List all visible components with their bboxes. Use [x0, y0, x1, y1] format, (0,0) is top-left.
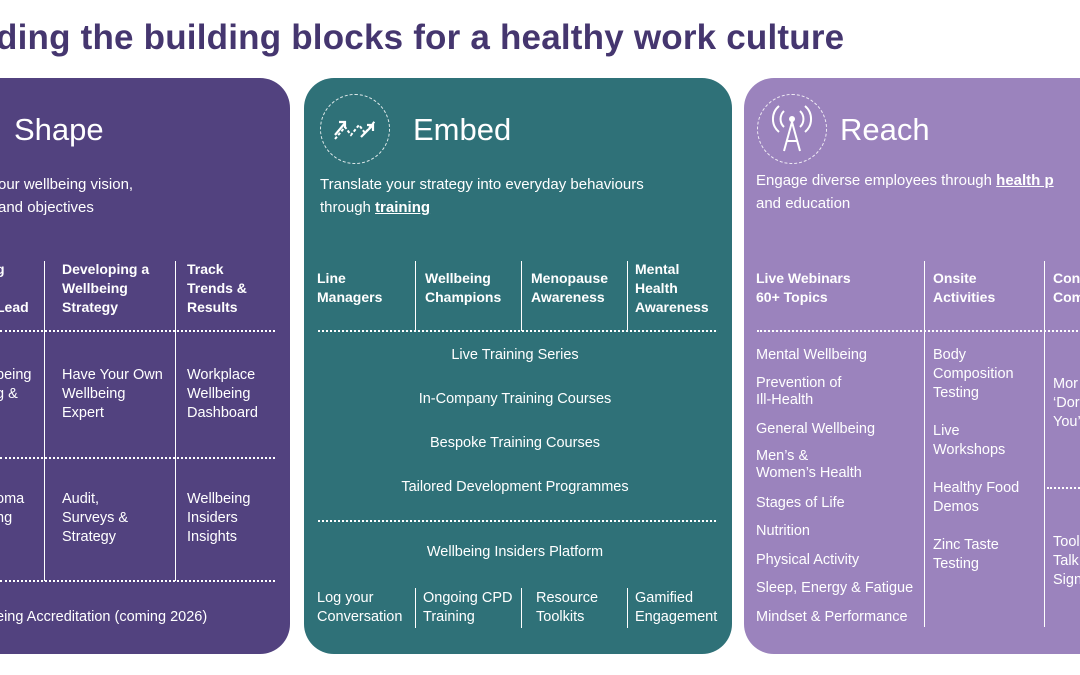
trend-arrows-icon — [320, 94, 390, 164]
page-heading: ding the building blocks for a healthy w… — [0, 18, 845, 57]
shape-desc-line-1: our wellbeing vision, — [0, 176, 134, 193]
reach-desc-line-2: and education — [756, 195, 851, 212]
reach-col-divider-1 — [924, 261, 925, 627]
shape-col-divider-2 — [175, 261, 176, 581]
reach-dotted-divider-2 — [1047, 487, 1080, 489]
shape-title: Shape — [14, 112, 104, 147]
webinar-general-wellbeing: General Wellbeing — [756, 421, 876, 437]
webinar-mental-wellbeing: Mental Wellbeing — [756, 347, 867, 363]
webinar-nutrition: Nutrition — [756, 523, 810, 539]
reach-panel: Reach Engage diverse employees through h… — [744, 78, 1080, 654]
reach-header-col3: Con Com — [1053, 270, 1080, 305]
onsite-zinc-taste: Zinc Taste Testing — [933, 537, 999, 572]
embed-dotted-divider-1 — [318, 330, 716, 332]
embed-col-divider-2 — [521, 261, 522, 331]
shape-panel: Shape our wellbeing vision, and objectiv… — [0, 78, 290, 654]
reach-description: Engage diverse employees through health … — [756, 169, 1054, 215]
feature-ongoing-cpd: Ongoing CPD Training — [423, 590, 513, 625]
shape-desc-line-2: and objectives — [0, 199, 94, 216]
embed-description: Translate your strategy into everyday be… — [320, 173, 644, 219]
embed-header-menopause: Menopause Awareness — [531, 270, 609, 305]
shape-cell-r2-c3: Wellbeing Insiders Insights — [187, 491, 251, 545]
shape-col-divider-1 — [44, 261, 45, 581]
embed-header-line-managers: Line Managers — [317, 270, 383, 305]
embed-desc-line-2: through training — [320, 196, 644, 219]
programme-in-company: In-Company Training Courses — [418, 391, 612, 407]
embed-feature-divider-2 — [521, 588, 522, 628]
shape-header-strategy: Developing a Wellbeing Strategy — [62, 261, 150, 315]
reach-header-webinars: Live Webinars 60+ Topics — [756, 270, 851, 305]
webinar-prevention: Prevention of Ill-Health — [756, 375, 842, 408]
embed-title: Embed — [413, 112, 512, 147]
embed-desc-prefix: through — [320, 199, 376, 216]
shape-header-lead: g Lead — [0, 261, 29, 315]
feature-gamified-engagement: Gamified Engagement — [635, 590, 718, 625]
reach-col-divider-2 — [1044, 261, 1045, 627]
shape-description: our wellbeing vision, and objectives — [0, 173, 133, 219]
embed-feature-divider-3 — [627, 588, 628, 628]
shape-cell-r2-c2: Audit, Surveys & Strategy — [62, 491, 129, 545]
webinar-mens-womens-health: Men’s & Women’s Health — [756, 448, 862, 481]
programme-live-training: Live Training Series — [451, 347, 579, 363]
embed-desc-line-1: Translate your strategy into everyday be… — [320, 176, 644, 193]
onsite-healthy-food: Healthy Food Demos — [933, 480, 1020, 515]
embed-dotted-divider-2 — [318, 520, 716, 522]
shape-cell-r2-c1: oma ng — [0, 491, 25, 526]
shape-cell-r1-c1: being g & — [0, 367, 32, 402]
training-link[interactable]: training — [375, 199, 431, 216]
shape-dotted-divider-2 — [0, 457, 275, 459]
programme-tailored: Tailored Development Programmes — [401, 479, 629, 495]
reach-header-onsite: Onsite Activities — [933, 270, 996, 305]
embed-col-divider-1 — [415, 261, 416, 331]
shape-footer: eing Accreditation (coming 2026) — [0, 609, 208, 625]
webinar-mindset-performance: Mindset & Performance — [756, 609, 908, 625]
reach-desc-line-1: Engage diverse employees through health … — [756, 169, 1054, 192]
shape-dotted-divider-3 — [0, 580, 275, 582]
programme-bespoke: Bespoke Training Courses — [429, 435, 601, 451]
embed-panel: Embed Translate your strategy into every… — [304, 78, 732, 654]
reach-col3-top: Mor ‘Dor You’ — [1053, 376, 1080, 430]
shape-cell-r1-c2: Have Your Own Wellbeing Expert — [62, 367, 163, 421]
feature-resource-toolkits: Resource Toolkits — [536, 590, 599, 625]
reach-col3-bottom: Tool Talk Sign — [1053, 534, 1080, 588]
embed-col-divider-3 — [627, 261, 628, 331]
onsite-body-composition: Body Composition Testing — [933, 347, 1014, 401]
shape-dotted-divider-1 — [0, 330, 275, 332]
platform-label: Wellbeing Insiders Platform — [426, 544, 604, 560]
shape-cell-r1-c3: Workplace Wellbeing Dashboard — [187, 367, 258, 421]
embed-feature-divider-1 — [415, 588, 416, 628]
reach-desc-prefix: Engage diverse employees through — [756, 172, 997, 189]
embed-header-wellbeing-champions: Wellbeing Champions — [425, 270, 502, 305]
reach-dotted-divider-1 — [757, 330, 1080, 332]
webinar-stages-of-life: Stages of Life — [756, 495, 845, 511]
onsite-live-workshops: Live Workshops — [933, 423, 1006, 458]
webinar-physical-activity: Physical Activity — [756, 552, 860, 568]
broadcast-tower-icon — [757, 94, 827, 164]
reach-title: Reach — [840, 112, 930, 147]
feature-log-conversation: Log your Conversation — [317, 590, 403, 625]
shape-header-track: Track Trends & Results — [187, 261, 247, 315]
webinar-sleep-energy: Sleep, Energy & Fatigue — [756, 580, 914, 596]
health-link[interactable]: health p — [996, 172, 1054, 189]
embed-header-mental-health: Mental Health Awareness — [635, 261, 709, 315]
